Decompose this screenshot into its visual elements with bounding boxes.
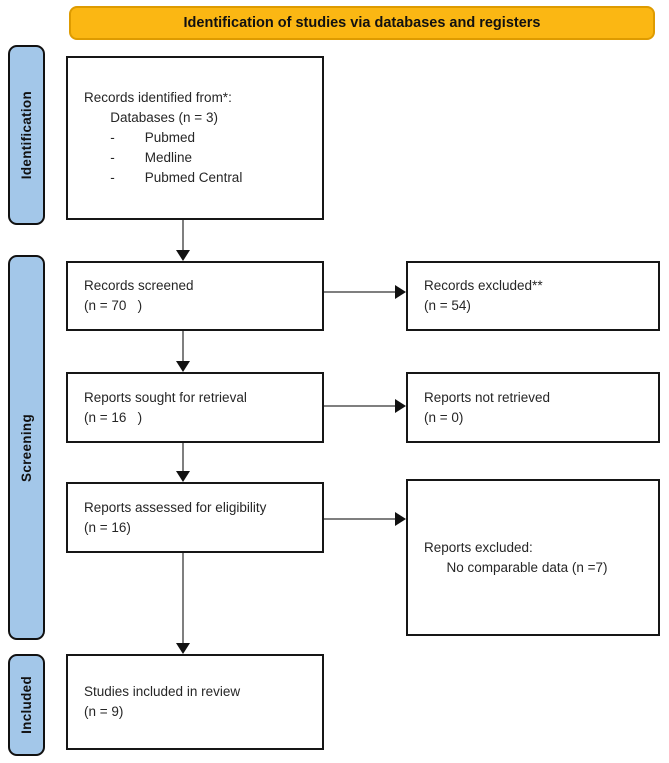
arrow-sought-to-assessed	[176, 443, 190, 482]
box-records-screened: Records screened (n = 70 )	[66, 261, 324, 331]
arrow-line	[182, 443, 184, 473]
box-records-identified: Records identified from*: Databases (n =…	[66, 56, 324, 220]
stage-label-included: Included	[8, 654, 45, 756]
stage-label-identification: Identification	[8, 45, 45, 225]
stage-label-screening-text: Screening	[19, 413, 34, 482]
stage-label-included-text: Included	[19, 676, 34, 734]
arrow-right-icon	[395, 399, 406, 413]
arrow-right-icon	[395, 285, 406, 299]
arrow-line	[324, 518, 397, 520]
stage-label-identification-text: Identification	[19, 90, 34, 180]
arrow-line	[324, 291, 397, 293]
arrow-assessed-to-reports-excluded	[324, 512, 406, 526]
box-studies-included: Studies included in review (n = 9)	[66, 654, 324, 750]
arrow-line	[324, 405, 397, 407]
arrow-identified-to-screened	[176, 220, 190, 261]
arrow-down-icon	[176, 361, 190, 372]
arrow-screened-to-records-excluded	[324, 285, 406, 299]
arrow-sought-to-not-retrieved	[324, 399, 406, 413]
arrow-line	[182, 220, 184, 252]
arrow-down-icon	[176, 643, 190, 654]
stage-label-screening: Screening	[8, 255, 45, 640]
arrow-down-icon	[176, 250, 190, 261]
arrow-down-icon	[176, 471, 190, 482]
box-reports-not-retrieved: Reports not retrieved (n = 0)	[406, 372, 660, 443]
box-records-excluded: Records excluded** (n = 54)	[406, 261, 660, 331]
box-reports-excluded: Reports excluded: No comparable data (n …	[406, 479, 660, 636]
arrow-line	[182, 331, 184, 363]
box-reports-assessed: Reports assessed for eligibility (n = 16…	[66, 482, 324, 553]
banner-title: Identification of studies via databases …	[69, 6, 655, 40]
arrow-assessed-to-included	[176, 553, 190, 654]
arrow-screened-to-sought	[176, 331, 190, 372]
arrow-right-icon	[395, 512, 406, 526]
arrow-line	[182, 553, 184, 645]
box-reports-sought: Reports sought for retrieval (n = 16 )	[66, 372, 324, 443]
